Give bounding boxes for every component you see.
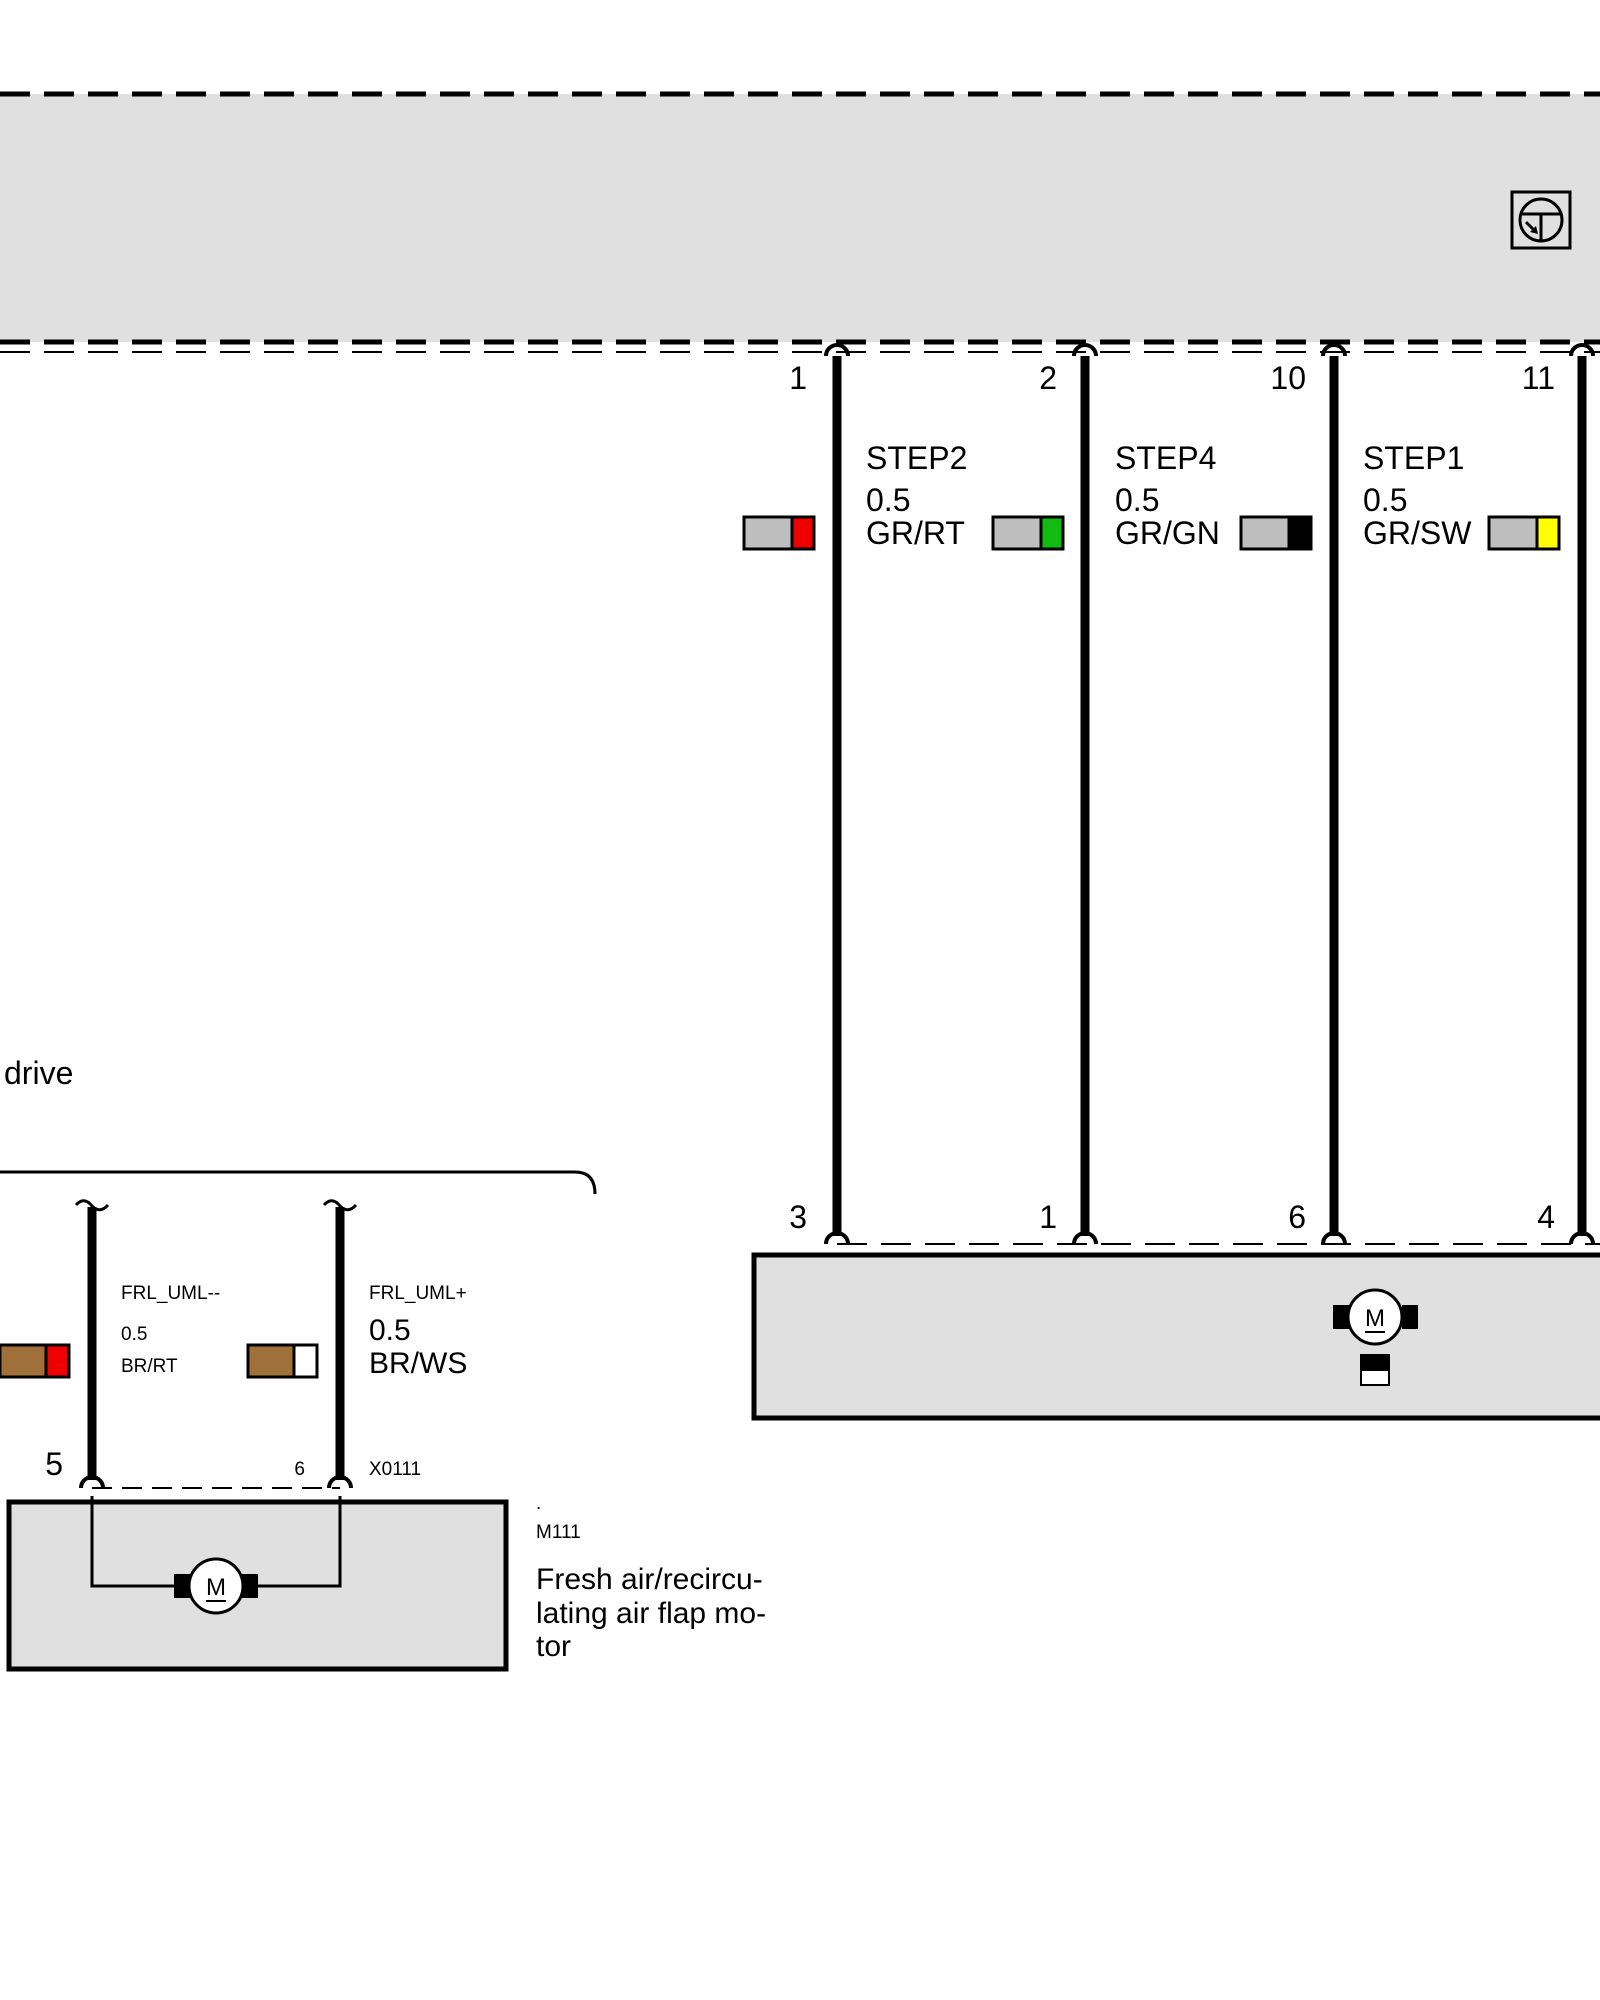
component-description-line: lating air flap mo- <box>536 1597 766 1630</box>
component-description-line: Fresh air/recircu- <box>536 1563 763 1596</box>
section-label-partial: drive <box>4 1055 73 1091</box>
signal-name: STEP4 <box>1115 440 1216 476</box>
wire-break-mark <box>74 1199 110 1212</box>
flap-motor-wire-labels: FRL_UML-- 0.5 BR/RT FRL_UML+ 0.5 BR/WS <box>121 1283 467 1380</box>
motor-icon: M <box>1333 1288 1418 1346</box>
terminal-top-1 <box>824 343 850 357</box>
signal-name: FRL_UML-- <box>121 1283 220 1304</box>
transistor-icon <box>1510 190 1572 250</box>
terminal-top-11 <box>1569 343 1595 357</box>
signal-name: STEP2 <box>866 440 967 476</box>
color-swatch-gr-rt <box>742 515 816 551</box>
control-unit-pin-numbers: 1 2 10 11 <box>789 360 1555 396</box>
flap-motor-color-swatches <box>0 1343 319 1379</box>
pin-number: 10 <box>1270 360 1306 396</box>
wire-gauge: 0.5 <box>1115 482 1159 518</box>
wire-color-code: BR/WS <box>369 1347 467 1380</box>
color-swatch-gr-ge <box>1487 515 1561 551</box>
wire-gauge: 0.5 <box>369 1314 411 1347</box>
stepper-pin-number: 4 <box>1537 1199 1555 1235</box>
wire-color-code: GR/GN <box>1115 515 1220 551</box>
terminal-bottom-1 <box>1072 1231 1098 1245</box>
component-description-line: tor <box>536 1630 571 1663</box>
flap-pin-number: 6 <box>294 1459 305 1480</box>
stepper-pin-number: 3 <box>789 1199 807 1235</box>
color-swatch-gr-sw <box>1239 515 1313 551</box>
control-unit-body <box>0 94 1600 342</box>
pin-number: 2 <box>1039 360 1057 396</box>
wire-color-code: BR/RT <box>121 1356 178 1377</box>
stepper-pin-number: 1 <box>1039 1199 1057 1235</box>
color-swatch-gr-gn <box>991 515 1065 551</box>
group-bracket <box>0 1170 597 1195</box>
stepper-motor: 3 1 6 4 M <box>751 1199 1600 1421</box>
wire-gauge: 0.5 <box>1363 482 1407 518</box>
terminal-bottom-6 <box>327 1475 353 1489</box>
terminal-top-2 <box>1072 343 1098 357</box>
motor-icon: M <box>174 1557 258 1615</box>
wire-gauge: 0.5 <box>121 1324 147 1345</box>
wire-color-code: GR/SW <box>1363 515 1472 551</box>
svg-text:M: M <box>206 1574 226 1601</box>
stepper-color-swatches <box>742 515 1561 551</box>
control-unit <box>0 91 1600 353</box>
wire-color-code: GR/RT <box>866 515 965 551</box>
color-swatch-br-ws <box>246 1343 319 1379</box>
connector-id: X0111 <box>369 1459 421 1480</box>
flap-motor-description: . M111 Fresh air/recircu- lating air fla… <box>536 1493 766 1663</box>
stepper-wire-labels: STEP2 0.5 GR/RT STEP4 0.5 GR/GN STEP1 0.… <box>866 440 1472 551</box>
stepper-wires <box>824 343 1595 1245</box>
description-dot: . <box>536 1493 541 1514</box>
wire-break-mark <box>322 1199 358 1212</box>
terminal-top-10 <box>1321 343 1347 357</box>
flap-pin-number: 5 <box>45 1446 63 1482</box>
signal-name: FRL_UML+ <box>369 1283 467 1304</box>
signal-name: STEP1 <box>1363 440 1464 476</box>
pin-number: 11 <box>1522 360 1555 396</box>
terminal-bottom-4 <box>1569 1231 1595 1245</box>
terminal-bottom-5 <box>79 1475 105 1489</box>
pin-number: 1 <box>789 360 807 396</box>
svg-text:M: M <box>1365 1305 1385 1332</box>
wire-gauge: 0.5 <box>866 482 910 518</box>
component-id: M111 <box>536 1522 581 1543</box>
terminal-bottom-3 <box>824 1231 850 1245</box>
stepper-pin-number: 6 <box>1288 1199 1306 1235</box>
stepper-motor-body <box>751 1252 1600 1421</box>
flap-motor: M <box>6 1496 509 1672</box>
position-sensor-icon <box>1360 1354 1390 1386</box>
flap-motor-wires <box>74 1199 358 1489</box>
terminal-bottom-6 <box>1321 1231 1347 1245</box>
color-swatch-br-rt <box>0 1343 71 1379</box>
flap-motor-connector: 5 6 X0111 <box>45 1446 421 1489</box>
